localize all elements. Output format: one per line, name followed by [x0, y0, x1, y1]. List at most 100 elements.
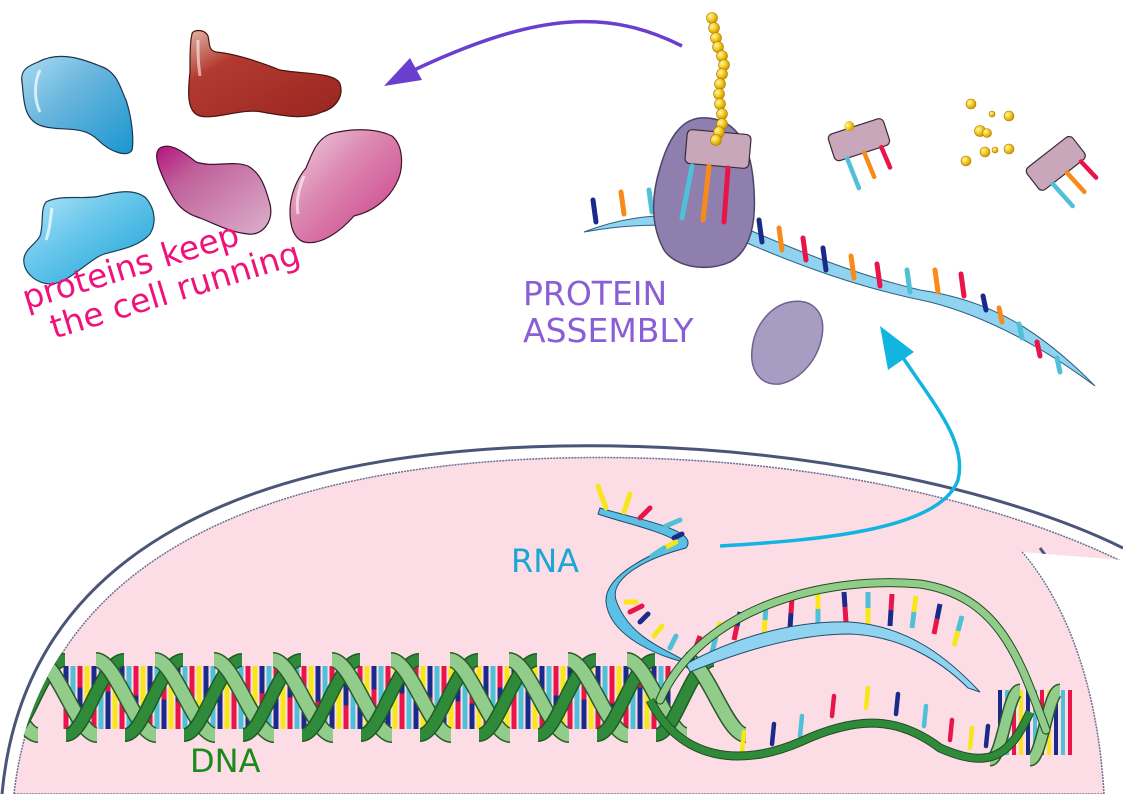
- dna-backbone-dark: [0, 660, 6, 735]
- rna-base: [637, 611, 651, 625]
- dna-backbone-dark: [300, 654, 362, 741]
- ribosome-small-subunit-icon: [751, 300, 824, 385]
- free-amino-acid: [991, 146, 999, 154]
- nucleus-membrane-icon: [0, 444, 1123, 794]
- bubble-base: [797, 713, 805, 739]
- bubble-base: [769, 721, 777, 747]
- free-amino-acid: [988, 110, 996, 118]
- bubble-base: [739, 729, 747, 755]
- bubble-base-pair: [911, 595, 919, 613]
- bubble-base-pair: [955, 615, 965, 632]
- arrow-to-assembly-icon: [719, 326, 962, 548]
- amino-acid-bead: [710, 134, 722, 146]
- mrna-base: [996, 305, 1005, 325]
- bubble-bases: [687, 591, 991, 755]
- amino-acid-bead: [708, 22, 720, 34]
- protein-assembly-label: PROTEIN ASSEMBLY: [523, 274, 694, 350]
- rna-base: [621, 491, 633, 515]
- dna-backbone-dark: [64, 654, 126, 741]
- dna-backbone-dark: [123, 654, 185, 741]
- dna-backbone-light: [212, 653, 276, 742]
- free-amino-acids-icon: [960, 98, 1015, 167]
- bubble-base-pair: [841, 591, 848, 608]
- bubble-base-pair: [888, 593, 895, 611]
- free-amino-acid: [979, 146, 991, 158]
- dna-backbone-dark: [241, 654, 303, 741]
- amino-acid-bead: [716, 108, 728, 120]
- bubble-base-pair: [934, 603, 943, 620]
- magenta-protein-icon: [156, 145, 272, 235]
- amino-acid-bead: [706, 12, 718, 24]
- free-amino-acid: [1003, 143, 1015, 155]
- dna-backbone-dark: [477, 654, 539, 741]
- bubble-base-pair: [761, 619, 768, 635]
- mrna-base: [1054, 355, 1063, 375]
- bubble-base-pair: [887, 609, 894, 627]
- amino-acid-bead: [714, 78, 726, 90]
- free-amino-acid: [960, 155, 972, 167]
- rna-base: [667, 633, 679, 651]
- dna-backbone-dark: [0, 660, 6, 735]
- bubble-base: [921, 703, 929, 729]
- bubble-base-pair: [951, 630, 961, 647]
- mrna-base: [932, 267, 941, 295]
- rna-base: [637, 505, 653, 521]
- dna-backbone-dark: [536, 654, 598, 741]
- rna-label: RNA: [511, 542, 580, 580]
- free-amino-acid: [965, 98, 977, 110]
- dna-backbone-dark: [182, 654, 244, 741]
- amino-acid-bead: [716, 68, 728, 80]
- amino-acid-bead: [714, 98, 726, 110]
- assembly-label-line1: PROTEIN: [523, 274, 668, 313]
- rna-base: [627, 603, 645, 615]
- arrow-to-proteins-icon: [384, 19, 683, 86]
- dna-label: DNA: [190, 742, 261, 780]
- mrna-base: [646, 187, 655, 215]
- bubble-base-pair: [842, 606, 849, 623]
- amino-acid-chain-icon: [706, 12, 730, 146]
- trna-free-1-icon: [827, 118, 893, 191]
- bubble-base: [983, 723, 991, 749]
- mrna-base: [590, 197, 599, 225]
- dna-backbone-light: [566, 653, 630, 742]
- dna-backbone-light: [507, 653, 571, 742]
- dna-backbone-light: [12, 653, 40, 742]
- bubble-base: [947, 717, 955, 743]
- bubble-base-pair: [731, 625, 740, 641]
- trna-free-2-icon: [1025, 135, 1099, 209]
- bubble-base-pair: [709, 636, 719, 653]
- light-blue-protein-icon: [23, 191, 155, 285]
- mrna-base: [904, 267, 913, 295]
- mrna-base: [800, 235, 809, 263]
- mrna-base: [848, 253, 857, 281]
- bubble-base-pair: [909, 611, 917, 629]
- dna-backbone-light: [389, 653, 453, 742]
- mrna-base: [1016, 321, 1025, 341]
- dna-backbone-light: [12, 652, 41, 743]
- mrna-base: [874, 261, 883, 289]
- dna-backbone-light: [153, 653, 217, 742]
- bubble-base-pair: [787, 612, 794, 629]
- dna-backbone-dark: [359, 654, 421, 741]
- mrna-base: [820, 245, 829, 273]
- dna-backbone-dark: [595, 654, 657, 741]
- rna-tail-bases: [595, 483, 685, 651]
- free-amino-acid: [1003, 110, 1015, 122]
- dna-double-helix-icon: [0, 652, 1072, 767]
- mrna-base: [980, 293, 989, 313]
- rna-base: [649, 545, 667, 559]
- dna-bubble-icon: [597, 507, 1051, 763]
- mrna-base: [756, 217, 765, 245]
- dna-backbone-dark: [418, 654, 480, 741]
- bubble-base: [967, 725, 975, 751]
- bubble-base: [893, 691, 901, 717]
- bubble-base: [829, 693, 837, 719]
- pink-protein-icon: [289, 129, 403, 244]
- rna-base: [595, 483, 609, 511]
- rna-base: [671, 531, 685, 541]
- bubble-base-pair: [931, 618, 940, 635]
- bubble-base: [863, 685, 871, 711]
- free-amino-acid: [982, 128, 992, 138]
- trna-icon: [679, 129, 752, 225]
